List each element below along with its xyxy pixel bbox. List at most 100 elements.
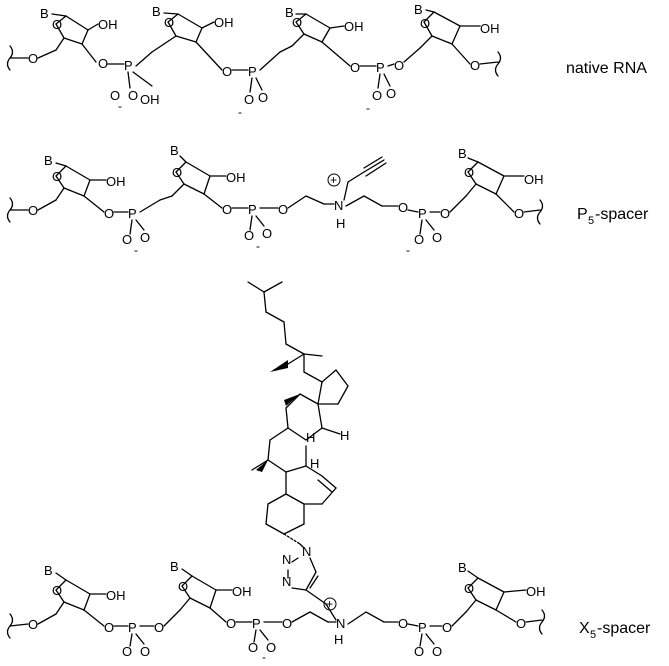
atom-o: O [432, 230, 442, 245]
atom-o: O [516, 616, 526, 631]
atom-o: O [470, 58, 480, 73]
ribose-unit-1: O B OH [44, 153, 126, 213]
phosphorus-label: P [418, 206, 427, 221]
svg-text:-spacer: -spacer [595, 206, 649, 223]
atom-o: O [226, 616, 236, 631]
ribose-unit-2: O B OH [170, 559, 252, 623]
ring-oxygen: O [178, 579, 188, 594]
atom-o: O [278, 202, 288, 217]
atom-o: O [372, 88, 382, 103]
svg-text:5: 5 [588, 215, 594, 227]
base-label: B [458, 146, 467, 161]
atom-o: O [104, 206, 114, 221]
atom-o: O [244, 92, 254, 107]
phosphorus-label: P [128, 206, 137, 221]
charge-minus: - [262, 650, 266, 661]
charge-plus: + [326, 597, 333, 611]
charge-minus: - [238, 105, 242, 119]
hydroxyl-label: OH [344, 19, 364, 34]
atom-o: O [386, 86, 396, 101]
ribose-unit-1: O B OH [40, 6, 118, 63]
base-label: B [285, 5, 294, 20]
atom-o: O [244, 228, 254, 243]
svg-text:X: X [579, 620, 590, 637]
atom-o: O [394, 58, 404, 73]
atom-o: O [28, 203, 38, 218]
phosphorus-label: P [248, 64, 257, 79]
ribose-unit-4: O B OH [414, 2, 500, 65]
charge-minus: - [406, 243, 410, 257]
ring-oxygen: O [52, 583, 62, 598]
hydroxyl-label: OH [98, 17, 118, 32]
ammonium-nitrogen: N [336, 616, 345, 631]
hydrogen-label: H [336, 216, 345, 231]
phosphorus-label: P [376, 60, 385, 75]
ring-oxygen: O [464, 165, 474, 180]
atom-o: O [122, 644, 132, 659]
ring-oxygen: O [164, 15, 174, 30]
hydroxyl-label: OH [226, 170, 246, 185]
p5-spacer-label: P 5 -spacer [577, 206, 649, 227]
ring-oxygen: O [52, 17, 62, 32]
svg-text:P: P [577, 206, 588, 223]
x5-spacer-label: X 5 -spacer [579, 620, 651, 641]
base-label: B [152, 4, 161, 19]
atom-o: O [350, 60, 360, 75]
hydrogen-label: H [306, 430, 315, 445]
triazole-ring: N N N [282, 544, 327, 605]
native-rna-structure: O O B OH O P O - OH O [6, 2, 647, 119]
ring-oxygen: O [420, 16, 430, 31]
triazole-nitrogen: N [302, 544, 311, 559]
ribose-unit-2: O B OH [170, 143, 246, 209]
hydroxyl-label: OH [214, 15, 234, 30]
hydrogen-label: H [334, 632, 343, 647]
hydrogen-label: H [340, 428, 349, 443]
native-rna-label: native RNA [566, 60, 647, 77]
ring-oxygen: O [292, 15, 302, 30]
atom-o: O [248, 640, 258, 655]
atom-o: O [222, 202, 232, 217]
ammonium-nitrogen: N [334, 198, 343, 213]
atom-o: O [104, 620, 114, 635]
atom-o: O [28, 617, 38, 632]
base-label: B [170, 143, 179, 158]
atom-o: O [140, 230, 150, 245]
atom-o: O [222, 64, 232, 79]
atom-o: O [122, 232, 132, 247]
hydroxyl-label: OH [140, 92, 160, 107]
hydrogen-label: H [310, 456, 319, 471]
atom-o: O [98, 56, 108, 71]
atom-o: O [414, 232, 424, 247]
phosphorus-label: P [252, 616, 261, 631]
cholesterol-moiety: H H H N N N [247, 281, 349, 621]
atom-o: O [266, 640, 276, 655]
ribose-unit-1: O B OH [44, 563, 126, 627]
base-label: B [458, 560, 467, 575]
ribose-unit-3: O B OH [285, 5, 364, 67]
charge-plus: + [330, 173, 337, 187]
atom-o: O [128, 88, 138, 103]
atom-o: O [282, 616, 292, 631]
atom-o: O [140, 644, 150, 659]
atom-o: O [398, 200, 408, 215]
base-label: B [44, 153, 53, 168]
phosphorus-label: P [248, 202, 257, 217]
p5-spacer-structure: O O B OH O P O O - [6, 143, 649, 257]
ribose-unit-2: O B OH [152, 4, 234, 71]
hydroxyl-label: OH [524, 172, 544, 187]
hydroxyl-label: OH [106, 588, 126, 603]
atom-o: O [258, 90, 268, 105]
phosphorus-label: P [418, 620, 427, 635]
atom-o: O [28, 51, 38, 66]
svg-text:-spacer: -spacer [597, 620, 651, 637]
ribose-unit-3: O B OH [458, 146, 544, 213]
atom-o: O [442, 620, 452, 635]
ribose-unit-3: O B OH [458, 560, 546, 623]
triazole-nitrogen: N [282, 552, 291, 567]
phosphorus-label: P [128, 620, 137, 635]
svg-text:5: 5 [590, 629, 596, 641]
base-label: B [170, 559, 179, 574]
atom-o: O [440, 206, 450, 221]
charge-minus: - [118, 99, 122, 113]
